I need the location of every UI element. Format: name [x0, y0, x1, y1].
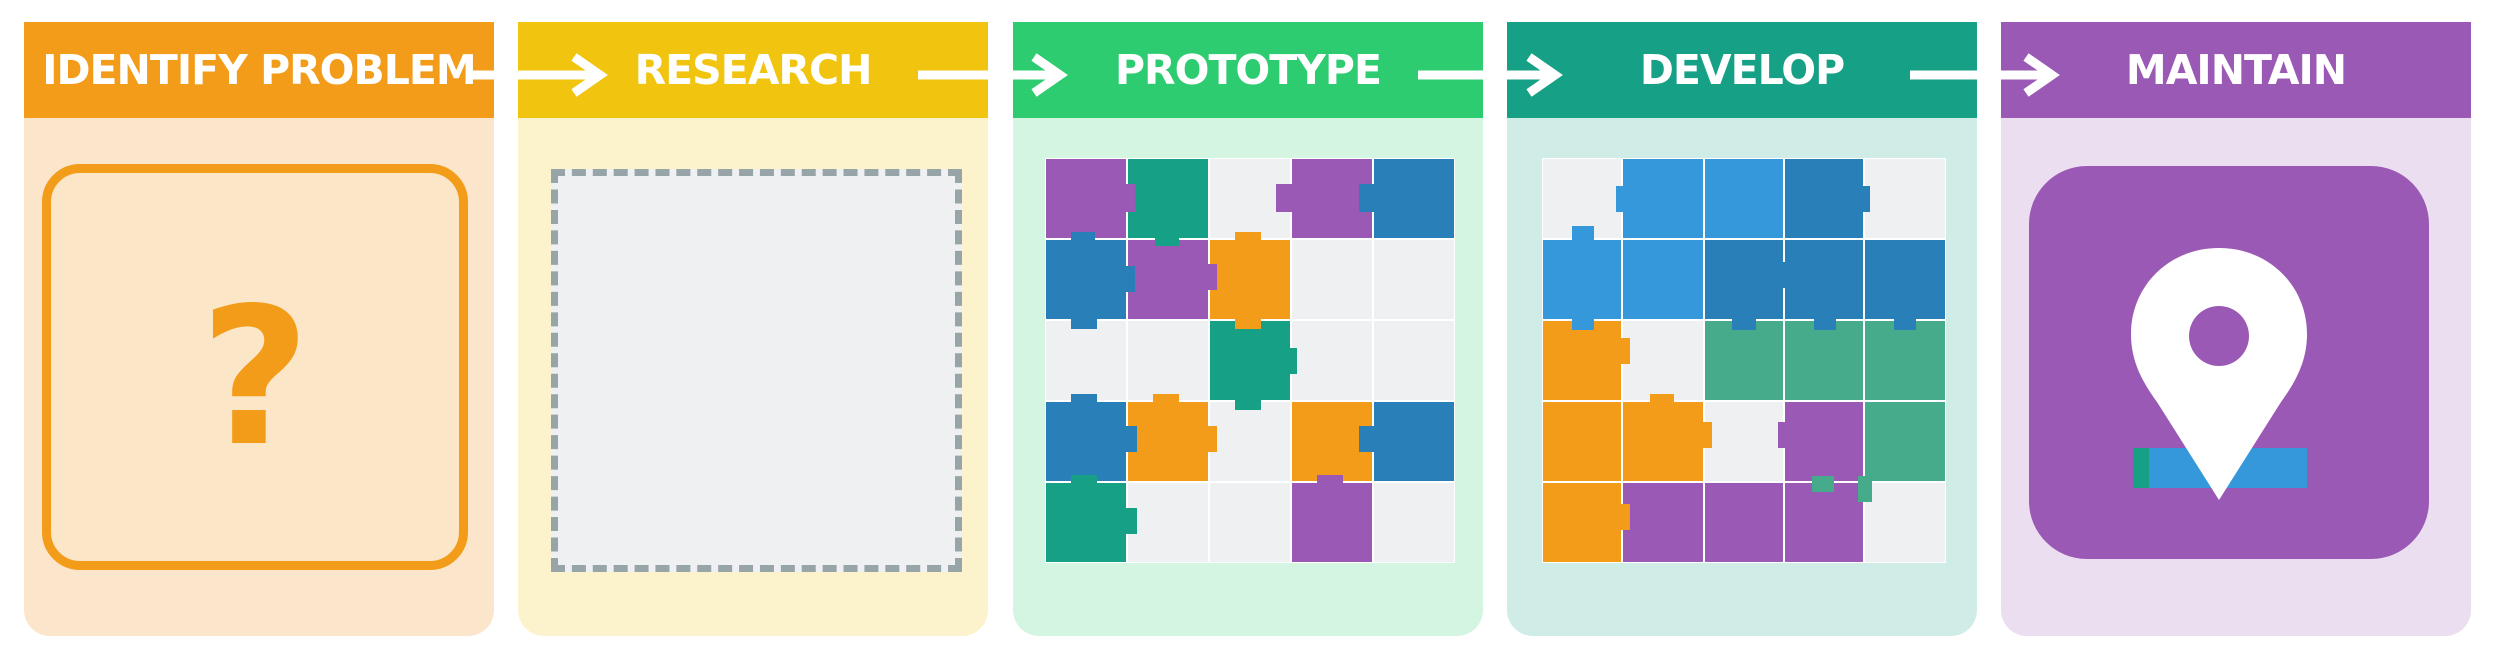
- stage-card-develop: DEVELOP: [1507, 22, 1977, 636]
- arrow-right-icon: [1910, 53, 2060, 97]
- stage-title: PROTOTYPE: [1114, 46, 1382, 94]
- stage-card-identify-problem: IDENTIFY PROBLEM ?: [24, 22, 494, 636]
- stage-card-research: RESEARCH: [518, 22, 988, 636]
- question-mark-symbol: ?: [199, 267, 311, 488]
- stage-body: ?: [24, 118, 494, 636]
- arrow-right-icon: [470, 53, 608, 97]
- stage-body: [1013, 118, 1483, 636]
- assembled-puzzle-icon: [1542, 158, 1946, 563]
- stage-title: DEVELOP: [1639, 46, 1845, 94]
- stage-title: RESEARCH: [634, 46, 873, 94]
- stage-card-maintain: MAINTAIN: [2001, 22, 2471, 636]
- scattered-puzzle-icon: [1045, 158, 1455, 563]
- stage-body: [518, 118, 988, 636]
- stage-body: [2001, 118, 2471, 636]
- stage-header: DEVELOP: [1507, 22, 1977, 118]
- arrow-right-icon: [918, 53, 1068, 97]
- stage-header: PROTOTYPE: [1013, 22, 1483, 118]
- map-pin-icon: [2131, 248, 2307, 500]
- stage-header: MAINTAIN: [2001, 22, 2471, 118]
- stage-title: IDENTIFY PROBLEM: [42, 46, 476, 94]
- dashed-frame-icon: [551, 169, 962, 572]
- question-mark-icon: ?: [42, 164, 468, 570]
- stage-title: MAINTAIN: [2125, 46, 2347, 94]
- stage-card-prototype: PROTOTYPE: [1013, 22, 1483, 636]
- arrow-right-icon: [1418, 53, 1563, 97]
- stage-header: IDENTIFY PROBLEM: [24, 22, 494, 118]
- stage-body: [1507, 118, 1977, 636]
